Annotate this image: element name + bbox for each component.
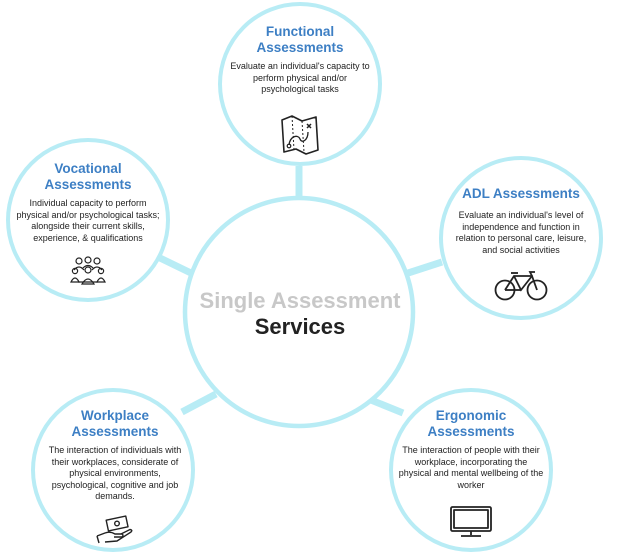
circle-workplace (31, 388, 195, 552)
node-adl: ADL Assessments Evaluate an individual's… (437, 186, 605, 302)
desc-line: The interaction of individuals with (48, 445, 182, 455)
monitor-icon (450, 506, 492, 537)
desc-line: independence and function in (462, 221, 580, 232)
title-line: Assessments (71, 424, 159, 439)
node-vocational-desc: Individual capacity to perform physical … (4, 198, 172, 244)
desc-line: worker (457, 479, 485, 490)
connector-vocational (158, 254, 195, 278)
desc-line: physical and/or psychological tasks; (16, 209, 160, 220)
desc-line: and social activities (482, 244, 560, 255)
desc-line: relation to personal care, leisure, (455, 233, 587, 243)
node-ergonomic-desc: The interaction of people with their wor… (387, 445, 555, 491)
circle-adl (439, 156, 603, 320)
node-ergonomic-title: Ergonomic Assessments (387, 408, 555, 440)
desc-line: physical and mental wellbeing of the (398, 468, 544, 478)
desc-line: workplace, incorporating the (414, 456, 528, 467)
circle-center (182, 195, 416, 429)
node-functional-title: Functional Assessments (216, 24, 384, 56)
desc-line: The interaction of people with their (402, 445, 540, 455)
title-line: Vocational (54, 161, 122, 176)
title-line: Functional (265, 24, 335, 39)
node-workplace-title: Workplace Assessments (31, 408, 199, 440)
money-hand-icon (96, 514, 133, 543)
desc-line: demands. (95, 491, 135, 501)
desc-line: psychological, cognitive and job (51, 479, 179, 490)
node-adl-title: ADL Assessments (437, 186, 605, 202)
connector-workplace (180, 390, 218, 416)
circle-functional (218, 2, 382, 166)
title-line: Ergonomic (435, 408, 507, 423)
title-line: Workplace (80, 408, 150, 423)
node-ergonomic: Ergonomic Assessments The interaction of… (387, 408, 555, 539)
bicycle-icon (494, 271, 548, 301)
title-line: ADL Assessments (462, 186, 580, 201)
connector-adl (403, 258, 444, 278)
desc-line: alongside their current skills, (31, 221, 145, 231)
circle-ergonomic (389, 388, 553, 552)
node-functional: Functional Assessments Evaluate an indiv… (216, 24, 384, 156)
node-vocational-title: Vocational Assessments (4, 161, 172, 193)
desc-line: psychological tasks (261, 84, 339, 94)
desc-line: Evaluate an individual's level of (458, 210, 584, 220)
node-functional-desc: Evaluate an individual's capacity to per… (216, 61, 384, 96)
desc-line: their workplaces, considerate of (51, 456, 179, 467)
desc-line: Individual capacity to perform (29, 198, 147, 208)
circle-vocational (6, 138, 170, 302)
title-line: Assessments (256, 40, 344, 55)
center-title-line1: Single Assessment (199, 288, 401, 313)
desc-line: experience, & qualifications (33, 232, 143, 243)
desc-line: Evaluate an individual's capacity to (230, 61, 370, 71)
center-title-line2: Services (254, 314, 346, 339)
title-line: Assessments (427, 424, 515, 439)
desc-line: physical environments, (69, 468, 161, 478)
node-workplace: Workplace Assessments The interaction of… (31, 408, 199, 545)
map-icon (281, 114, 319, 155)
node-adl-desc: Evaluate an individual's level of indepe… (437, 210, 605, 256)
desc-line: perform physical and/or (252, 72, 348, 83)
node-vocational: Vocational Assessments Individual capaci… (4, 161, 172, 286)
node-workplace-desc: The interaction of individuals with thei… (31, 445, 199, 503)
team-icon (70, 256, 106, 285)
title-line: Assessments (44, 177, 132, 192)
